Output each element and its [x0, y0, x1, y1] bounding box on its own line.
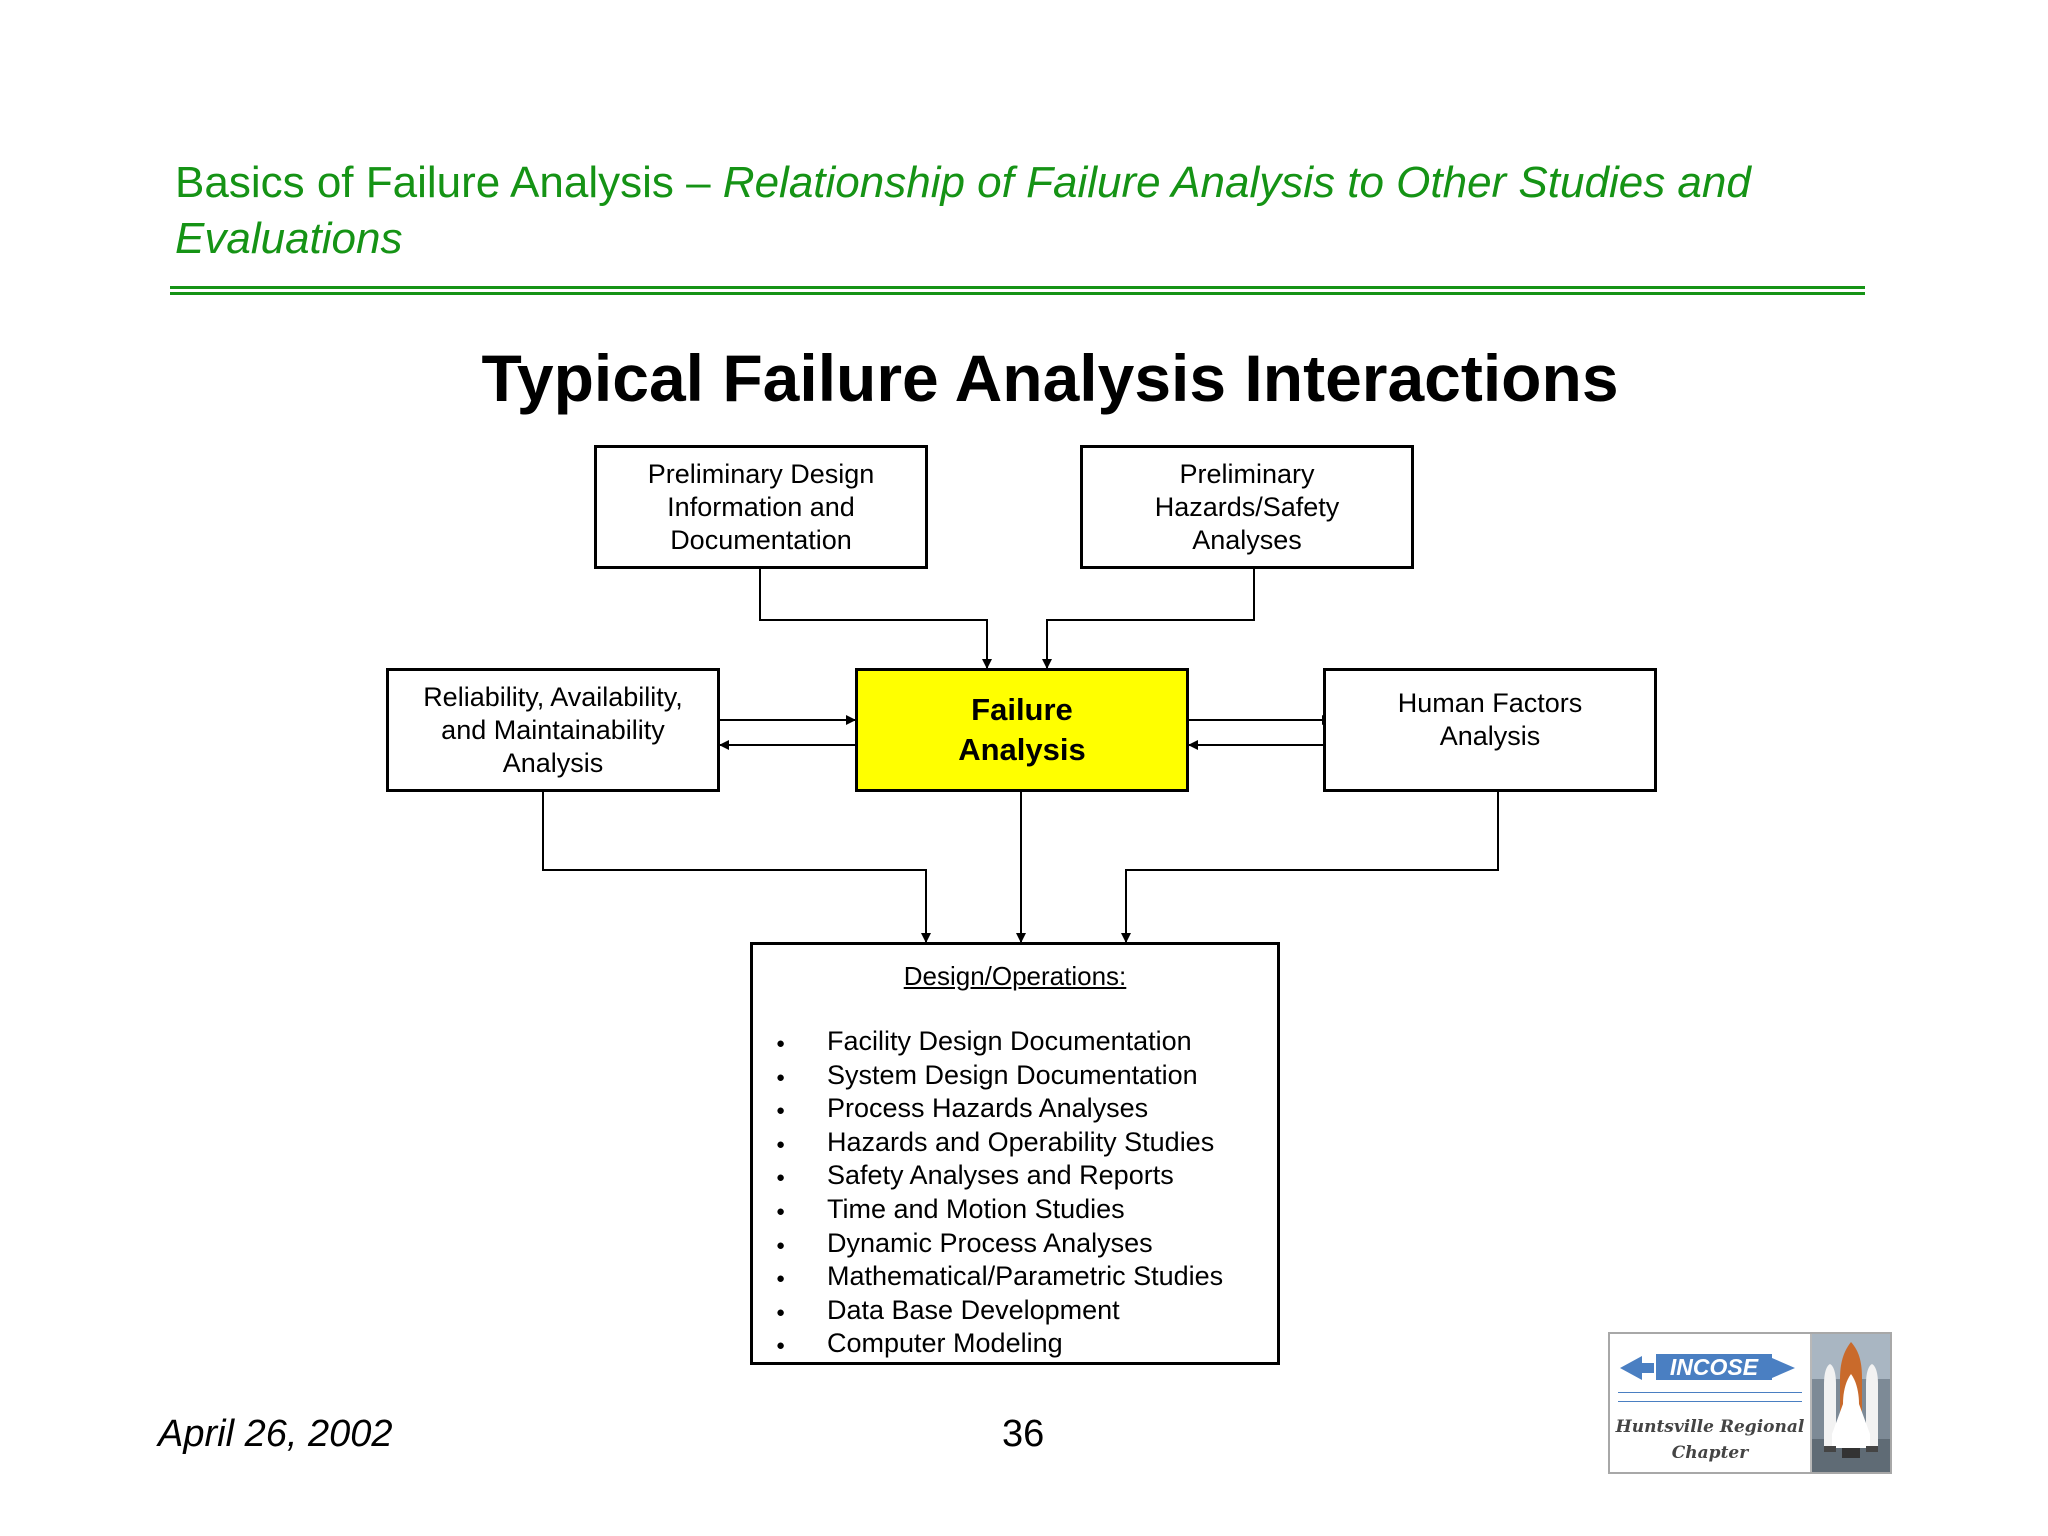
design-operations-item: Dynamic Process Analyses: [753, 1227, 1277, 1262]
design-operations-item: Safety Analyses and Reports: [753, 1159, 1277, 1194]
edge-preliminary-design-to-failure-analysis: [759, 569, 992, 669]
design-operations-item: Facility Design Documentation: [753, 1025, 1277, 1060]
design-operations-heading: Design/Operations:: [903, 961, 1127, 991]
node-preliminary-hazards-label: Preliminary Hazards/Safety Analyses: [1154, 458, 1340, 555]
design-operations-item: Data Base Development: [753, 1294, 1277, 1329]
design-operations-item: Process Hazards Analyses: [753, 1092, 1277, 1127]
design-operations-item: Mathematical/Parametric Studies: [753, 1260, 1277, 1295]
node-failure-analysis-label: Failure Analysis: [958, 692, 1086, 767]
page-number: 36: [1002, 1413, 1045, 1455]
footer-date: April 26, 2002: [158, 1413, 393, 1455]
header-title-regular: Basics of Failure Analysis –: [175, 158, 723, 207]
node-ram-analysis-label: Reliability, Availability, and Maintaina…: [423, 681, 683, 778]
node-human-factors: Human Factors Analysis: [1323, 668, 1657, 792]
diagram-title: Typical Failure Analysis Interactions: [481, 341, 1619, 415]
design-operations-list: Facility Design Documentation System Des…: [753, 1025, 1277, 1363]
incose-logo-wordmark: INCOSE: [1670, 1354, 1759, 1380]
header-title-italic: Relationship of Failure Analysis to Othe…: [175, 158, 1751, 263]
edge-preliminary-hazards-to-failure-analysis: [1042, 569, 1255, 669]
design-operations-item: Computer Modeling: [753, 1327, 1277, 1362]
logo-chapter-line1: Huntsville Regional: [1615, 1417, 1805, 1437]
design-operations-item: Hazards and Operability Studies: [753, 1126, 1277, 1161]
logo-chapter-line2: Chapter: [1671, 1443, 1749, 1463]
edge-ram-to-design-operations: [542, 792, 931, 943]
incose-tagline-rule: [1618, 1392, 1802, 1402]
incose-logo: INCOSE Huntsville Regional Chapter: [1608, 1332, 1892, 1474]
header-rule-top: [170, 286, 1865, 289]
edge-human-factors-to-design-operations: [1121, 792, 1499, 943]
slide-header-title: Basics of Failure Analysis – Relationshi…: [175, 155, 1875, 267]
design-operations-item: Time and Motion Studies: [753, 1193, 1277, 1228]
incose-logo-panel: INCOSE Huntsville Regional Chapter: [1610, 1334, 1812, 1472]
node-preliminary-design-label: Preliminary Design Information and Docum…: [647, 458, 875, 555]
design-operations-item: System Design Documentation: [753, 1059, 1277, 1094]
node-failure-analysis: Failure Analysis: [855, 668, 1189, 792]
incose-arrow-icon: INCOSE: [1620, 1354, 1795, 1380]
node-human-factors-label: Human Factors Analysis: [1397, 688, 1583, 751]
space-shuttle-icon: [1812, 1334, 1890, 1472]
node-design-operations: Design/Operations: Facility Design Docum…: [750, 942, 1280, 1365]
header-rule-bottom: [170, 292, 1865, 295]
node-preliminary-hazards: Preliminary Hazards/Safety Analyses: [1080, 445, 1414, 569]
logo-chapter-text: Huntsville Regional Chapter: [1610, 1414, 1810, 1466]
node-preliminary-design: Preliminary Design Information and Docum…: [594, 445, 928, 569]
node-ram-analysis: Reliability, Availability, and Maintaina…: [386, 668, 720, 792]
